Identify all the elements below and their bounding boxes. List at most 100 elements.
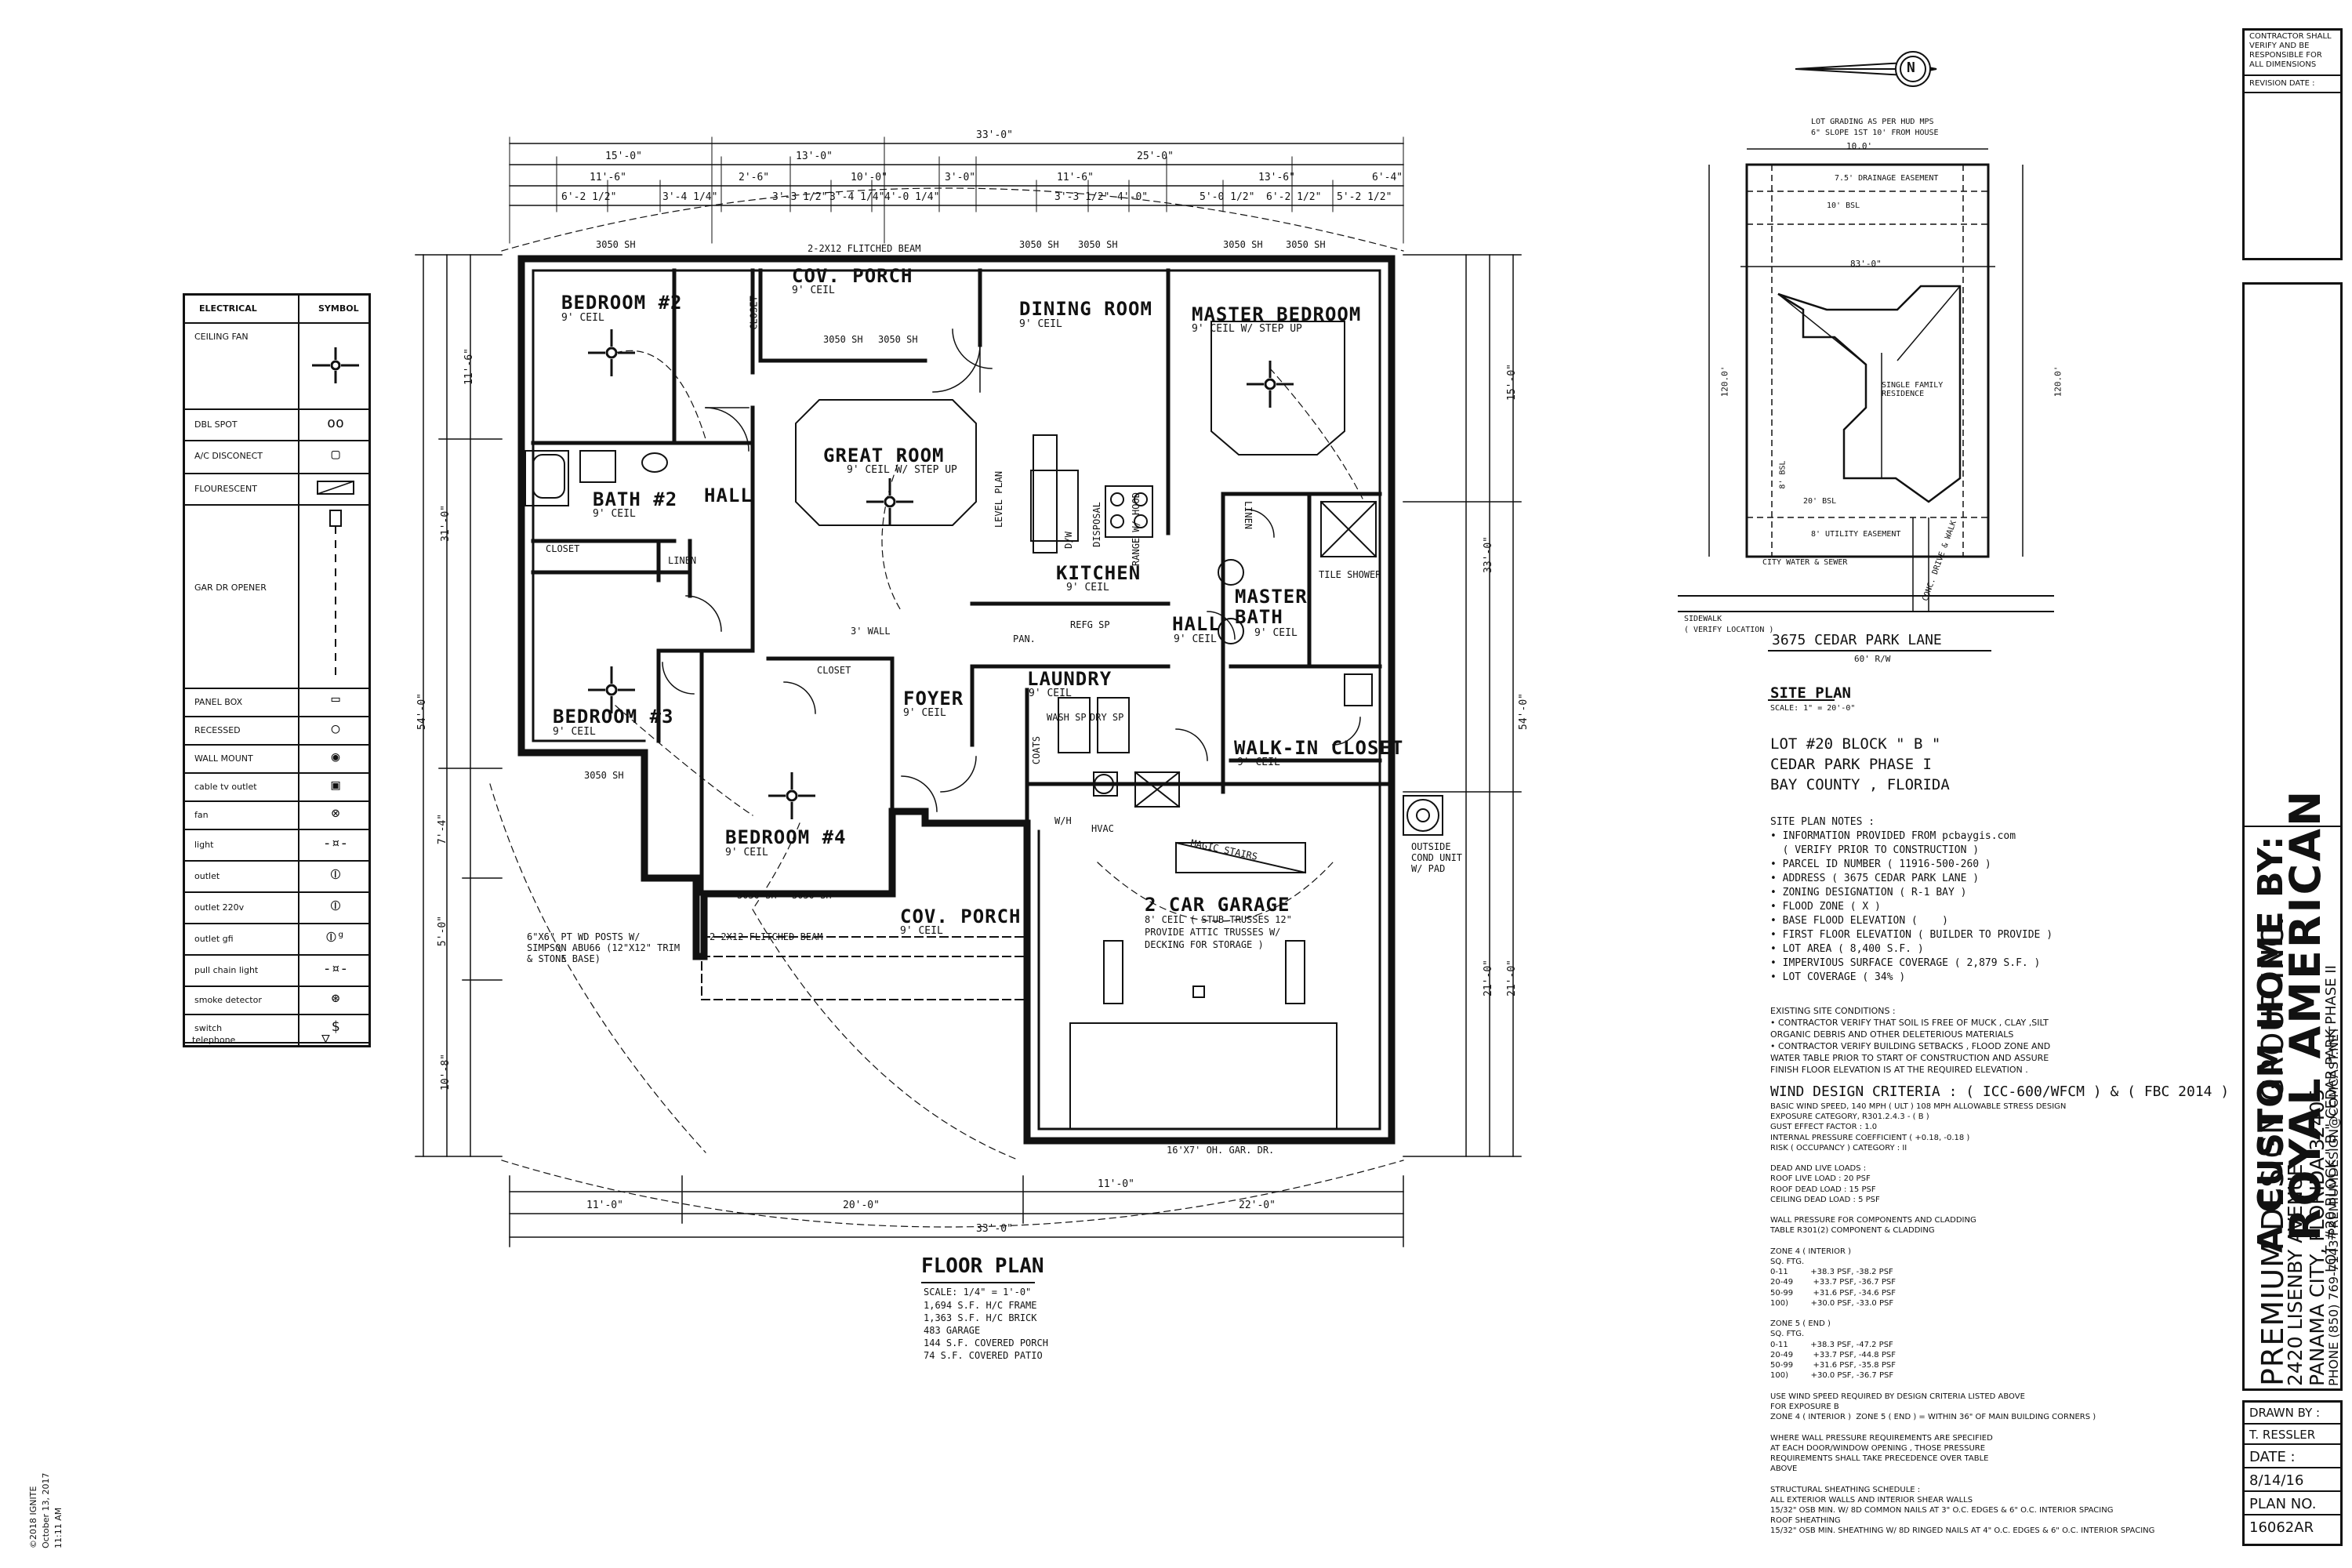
wind-criteria-line: USE WIND SPEED REQUIRED BY DESIGN CRITER… — [1770, 1392, 2025, 1401]
date-label: DATE : — [2245, 1445, 2340, 1468]
company-address-1: 2420 LISENBY AVENUE — [2284, 1163, 2307, 1386]
hvac-label: HVAC — [1091, 823, 1114, 834]
wind-criteria-line: 15/32" OSB MIN. SHEATHING W/ 8D RINGED N… — [1770, 1526, 2155, 1536]
wind-criteria-line: 15/32" OSB MIN. W/ 8D COMMON NAILS AT 3"… — [1770, 1505, 2114, 1515]
legend-item-label: RECESSED — [194, 725, 241, 735]
window-tag: 3050 SH — [596, 239, 636, 250]
company-address-2: PANAMA CITY, FLORIDA 32405 — [2306, 1088, 2328, 1387]
dimension: 4'-0 1/4" — [884, 191, 940, 203]
dimension: 5'-0 1/2" — [1200, 191, 1255, 203]
dimension: 13'-6" — [1258, 172, 1295, 183]
legend-divider — [298, 296, 299, 1045]
linen-label: LINEN — [668, 555, 697, 566]
lot-line-2: CEDAR PARK PHASE I — [1770, 756, 1932, 773]
site-dim-front: 10.0' — [1846, 141, 1873, 151]
bsl-side: 8' BSL — [1778, 460, 1788, 489]
wind-criteria-line: 0-11 +38.3 PSF, -38.2 PSF — [1770, 1268, 1893, 1277]
wind-criteria-line: CEILING DEAD LOAD : 5 PSF — [1770, 1195, 1880, 1204]
wind-criteria-line: GUST EFFECT FACTOR : 1.0 — [1770, 1123, 1878, 1132]
dimension: 2'-6" — [739, 172, 770, 183]
wind-criteria-line: ALL EXTERIOR WALLS AND INTERIOR SHEAR WA… — [1770, 1495, 1973, 1504]
divider — [2245, 92, 2340, 93]
range-label: RANGE W/ HOOD — [1130, 492, 1142, 566]
site-note: ( VERIFY PRIOR TO CONSTRUCTION ) — [1770, 844, 1980, 856]
dimension: 21'-0" — [1505, 960, 1518, 996]
room-label-bedroom-3: BEDROOM #3 — [553, 706, 674, 728]
dimension: 11'-0" — [1098, 1178, 1134, 1190]
legend-item-label: light — [194, 840, 214, 850]
garage-note: 8' CEIL ( STUB TRUSSES 12" — [1145, 914, 1292, 925]
site-plan-scale: SCALE: 1" = 20'-0" — [1770, 704, 1856, 713]
site-note: • ADDRESS ( 3675 CEDAR PARK LANE ) — [1770, 873, 1980, 884]
dimension: 10'-0" — [851, 172, 887, 183]
site-note: • FIRST FLOOR ELEVATION ( BUILDER TO PRO… — [1770, 929, 2053, 941]
dimension: 15'-0" — [1505, 364, 1518, 401]
dimension: 3'-0" — [945, 172, 976, 183]
outlet-icon: ⦶ — [330, 866, 341, 883]
ceiling-note: 9' CEIL — [725, 847, 768, 858]
legend-row: WALL MOUNT ◉ — [185, 744, 368, 774]
dimension: 33'-0" — [1482, 536, 1494, 573]
wind-criteria-line: 20-49 +33.7 PSF, -36.7 PSF — [1770, 1278, 1896, 1287]
window-tag: 3050 SH — [584, 770, 624, 781]
existing-line: ORGANIC DEBRIS AND OTHER DELETERIOUS MAT… — [1770, 1029, 2014, 1040]
verify-location: ( VERIFY LOCATION ) — [1684, 626, 1774, 634]
wind-criteria-line: 0-11 +38.3 PSF, -47.2 PSF — [1770, 1340, 1893, 1349]
fan-small-icon: ⊗ — [331, 805, 340, 822]
wind-criteria-line: DEAD AND LIVE LOADS : — [1770, 1164, 1867, 1174]
right-dimension-lines — [1403, 254, 1522, 1157]
wind-criteria-line: 20-49 +33.7 PSF, -44.8 PSF — [1770, 1350, 1896, 1359]
time-stamp: 11:11 AM — [53, 1507, 64, 1548]
dimension: 31'-0" — [439, 505, 452, 542]
door-swings — [662, 328, 1361, 812]
drainage-easement: 7.5' DRAINAGE EASEMENT — [1835, 174, 1939, 183]
legend-row: smoke detector ⊛ — [185, 985, 368, 1015]
row-label: 60' R/W — [1854, 654, 1891, 664]
ceiling-note: 9' CEIL — [1019, 318, 1062, 330]
garage-note: DECKING FOR STORAGE ) — [1145, 939, 1264, 950]
north-letter: N — [1907, 60, 1915, 76]
garage-door-label: 16'X7' OH. GAR. DR. — [1167, 1145, 1275, 1156]
wind-criteria-line: SQ. FTG. — [1770, 1330, 1805, 1339]
company-phone: PHONE (850) 769-7143 PREMIUMDESIGN@COMCA… — [2326, 1026, 2341, 1386]
window-tag: 3050 SH — [737, 890, 777, 901]
wind-criteria-line: ZONE 5 ( END ) — [1770, 1319, 1831, 1329]
wind-criteria-line: AT EACH DOOR/WINDOW OPENING , THOSE PRES… — [1770, 1443, 1986, 1453]
title-block-main: A CUSTOM HOME BY: ROYAL AMERICAN LOT #20… — [2242, 282, 2343, 1391]
dimension: 22'-0" — [1239, 1200, 1276, 1211]
drawn-by-label: DRAWN BY : — [2245, 1403, 2340, 1425]
site-note: • BASE FLOOD ELEVATION ( ) — [1770, 915, 1948, 927]
closet-label: CLOSET — [748, 296, 760, 330]
room-label-bedroom-2: BEDROOM #2 — [561, 292, 683, 314]
legend-row: GAR DR OPENER — [185, 504, 368, 689]
wind-criteria-line: ROOF LIVE LOAD : 20 PSF — [1770, 1174, 1871, 1184]
wind-criteria-line — [1770, 1381, 2154, 1391]
light-icon: -¤- — [322, 835, 349, 851]
washer-label: WASH SP — [1047, 712, 1087, 723]
bsl-top: 10' BSL — [1827, 201, 1860, 210]
left-dimension-lines — [415, 254, 503, 1157]
dimension: 11'-6" — [1057, 172, 1094, 183]
pantry-label: PAN. — [1013, 633, 1036, 644]
window-tag: 3050 SH — [1223, 239, 1263, 250]
wind-criteria-line — [1770, 1236, 2154, 1247]
ceiling-note: 9' CEIL W/ STEP UP — [1192, 323, 1302, 335]
recessed-icon: ○ — [331, 720, 340, 737]
legend-row: outlet gfi ⦶ᵍ — [185, 923, 368, 956]
site-note: • ZONING DESIGNATION ( R-1 BAY ) — [1770, 887, 1967, 898]
legend-row: switch $ — [185, 1014, 368, 1044]
wind-criteria-line — [1770, 1474, 2154, 1484]
garage-opener-icon — [303, 509, 368, 685]
fan-icon — [303, 346, 368, 389]
wind-criteria-line: 50-99 +31.6 PSF, -35.8 PSF — [1770, 1361, 1896, 1370]
room-label-great-room: GREAT ROOM — [823, 445, 945, 466]
ceiling-fans — [588, 329, 1294, 819]
contractor-line: RESPONSIBLE FOR — [2249, 51, 2322, 60]
room-label-kitchen: KITCHEN — [1056, 562, 1142, 584]
bottom-dimension-lines — [509, 1175, 1404, 1247]
exterior-walls-inner — [532, 269, 1381, 1131]
wind-criteria-line: BASIC WIND SPEED, 140 MPH ( ULT ) 108 MP… — [1770, 1102, 2067, 1111]
legend-header: ELECTRICAL SYMBOL — [185, 296, 368, 324]
legend-item-label: outlet — [194, 871, 220, 881]
